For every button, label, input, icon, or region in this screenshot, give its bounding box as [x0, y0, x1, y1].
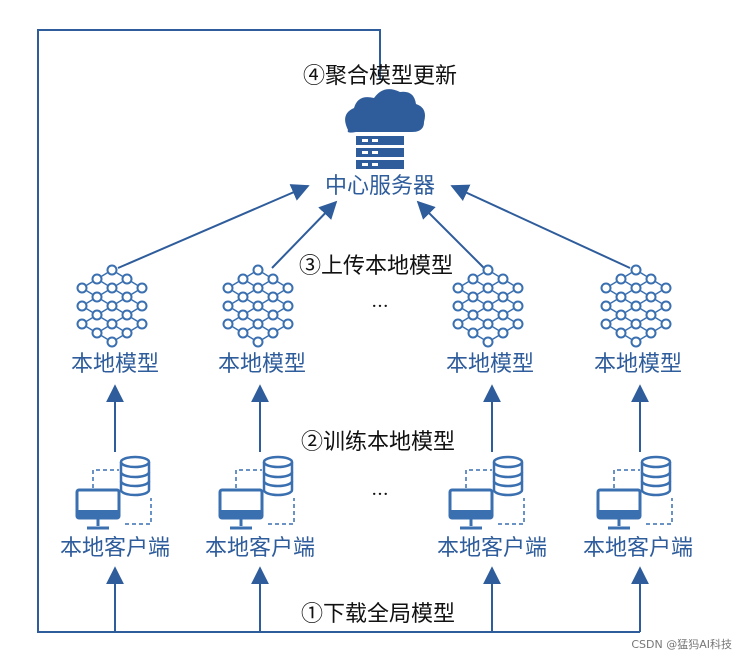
watermark: CSDN @猛犸AI科技: [631, 638, 732, 651]
cloud-server-icon: [345, 89, 425, 169]
computer-database-icon: [448, 455, 525, 530]
local-model-label-4: 本地模型: [593, 352, 683, 377]
local-model-label-2: 本地模型: [217, 352, 307, 377]
client-label-3: 本地客户端: [436, 536, 548, 561]
computer-database-icon: [596, 455, 673, 530]
computer-database-icon: [218, 455, 295, 530]
models-ellipsis: ···: [371, 296, 389, 317]
upload-arrow-1: [117, 184, 310, 269]
local-model-label-3: 本地模型: [445, 352, 535, 377]
neural-network-icon: [76, 264, 148, 348]
neural-network-icon: [222, 264, 294, 348]
neural-network-icon: [452, 264, 524, 348]
local-model-label-1: 本地模型: [70, 352, 160, 377]
step-upload-label: ③上传本地模型: [298, 254, 454, 279]
server-label: 中心服务器: [324, 174, 436, 199]
clients-ellipsis: ···: [371, 484, 389, 505]
step-download-label: ①下载全局模型: [294, 602, 462, 628]
client-label-1: 本地客户端: [59, 536, 171, 561]
client-label-4: 本地客户端: [582, 536, 694, 561]
computer-database-icon: [75, 455, 152, 530]
step-aggregate-label: ④聚合模型更新: [302, 64, 458, 89]
upload-arrow-4: [450, 184, 631, 269]
upload-arrow-3: [416, 200, 485, 269]
step-train-label: ②训练本地模型: [300, 430, 456, 455]
feedback-loop-line: [37, 29, 640, 633]
upload-arrow-2: [271, 200, 338, 269]
client-label-2: 本地客户端: [204, 536, 316, 561]
neural-network-icon: [600, 264, 672, 348]
